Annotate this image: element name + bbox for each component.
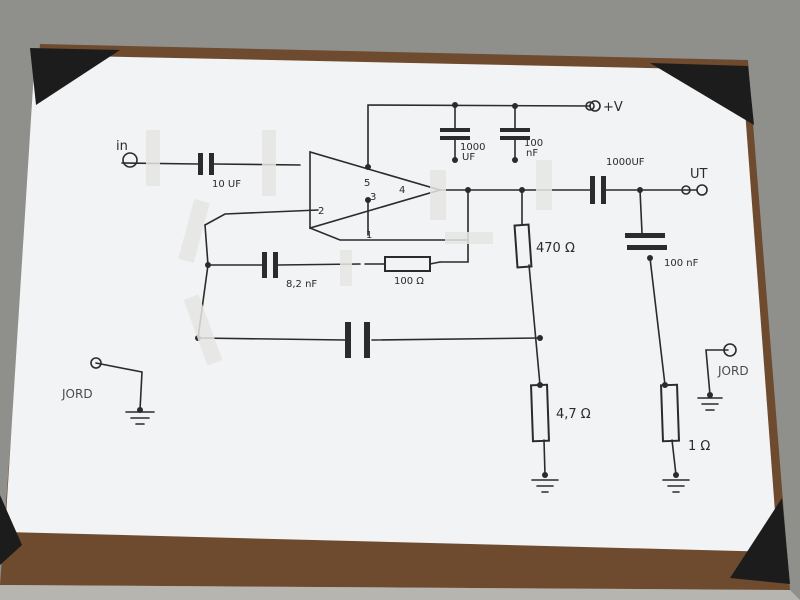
- photo-corner-top-right: [650, 63, 754, 125]
- cap-input: [198, 153, 203, 175]
- board-edge-light: [0, 585, 800, 600]
- cap-supply-small-unit: nF: [526, 148, 538, 159]
- terminals: [90, 100, 737, 369]
- cap-zobel: [625, 233, 665, 238]
- cap-input-value: 10 UF: [212, 179, 241, 190]
- cap-supply-1000-plate: [440, 136, 470, 140]
- resistor-1: [659, 383, 681, 443]
- cap-feedback-value: 8,2 nF: [286, 279, 317, 290]
- jord-right-label: JORD: [717, 364, 749, 378]
- cap-supply-small-value: 100: [524, 138, 543, 149]
- cap-supply-100-plate: [500, 136, 530, 140]
- pin-3: 3: [370, 192, 376, 203]
- cap-supply-big-unit: UF: [462, 152, 475, 163]
- cap-zobel-plate: [627, 245, 667, 250]
- supply-terminal: [589, 100, 601, 112]
- cap-feedback: [262, 252, 267, 278]
- resistor-100: [384, 256, 431, 272]
- supply-label: +V: [603, 100, 623, 115]
- cap-zobel-value: 100 nF: [664, 258, 699, 269]
- capacitors: [198, 128, 667, 358]
- output-terminal: [696, 184, 708, 196]
- cap-output: [590, 176, 595, 204]
- junction-dots: [137, 102, 713, 478]
- input-label: in: [116, 139, 128, 154]
- resistor-1-value: 1 Ω: [688, 439, 710, 454]
- resistor-4-7-value: 4,7 Ω: [556, 407, 591, 422]
- pin-1: 1: [366, 230, 372, 241]
- tape-strips: [146, 130, 552, 366]
- input-terminal: [122, 152, 138, 168]
- cap-bottom: [345, 322, 351, 358]
- cap-supply-100: [500, 128, 530, 132]
- cap-bottom-plate: [364, 322, 370, 358]
- photo-corner-bottom-left: [0, 495, 22, 565]
- jord-left-label: JORD: [61, 387, 93, 401]
- cap-supply-1000: [440, 128, 470, 132]
- paper-sheet: [5, 55, 778, 552]
- resistor-470: [513, 223, 533, 269]
- resistor-470-value: 470 Ω: [536, 241, 575, 256]
- jord-left-terminal: [90, 357, 102, 369]
- cap-output-value: 1000UF: [606, 157, 645, 168]
- cap-input-plate: [209, 153, 214, 175]
- cap-output-plate: [601, 176, 606, 204]
- output-label: UT: [690, 167, 708, 182]
- pin-2: 2: [318, 206, 324, 217]
- resistor-100-value: 100 Ω: [394, 276, 424, 287]
- pin-4: 4: [399, 185, 405, 196]
- photo-corner-top-left: [30, 48, 120, 105]
- cap-feedback-plate: [273, 252, 278, 278]
- photo-corner-bottom-right: [730, 498, 790, 584]
- pin-5: 5: [364, 178, 370, 189]
- cap-supply-big-value: 1000: [460, 142, 485, 153]
- jord-right-terminal: [723, 343, 737, 357]
